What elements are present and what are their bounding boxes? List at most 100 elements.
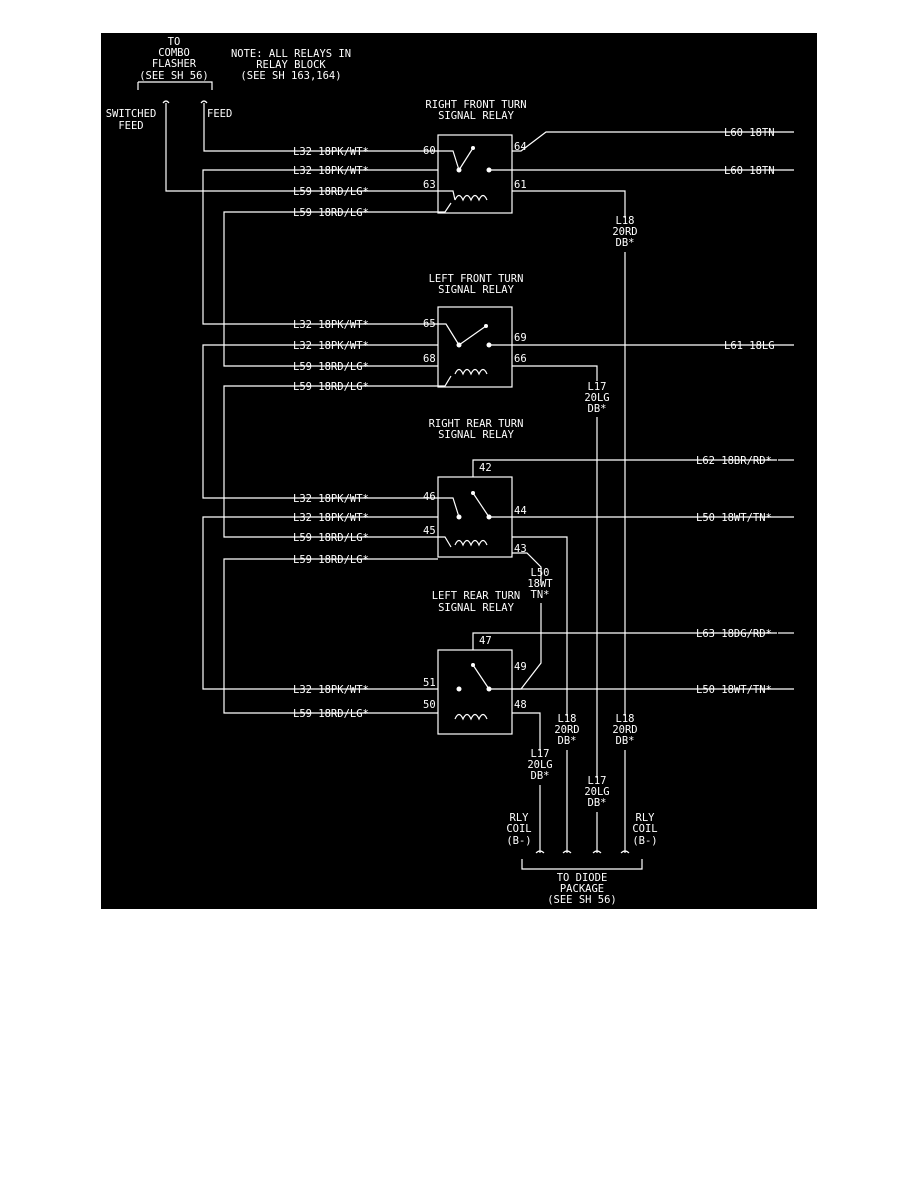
wire-label: L32 18PK/WT*: [293, 340, 369, 352]
svg-text:69: 69: [514, 332, 527, 344]
feed-wire: [203, 103, 438, 152]
svg-text:DB*: DB*: [588, 797, 607, 809]
svg-text:(SEE SH 56): (SEE SH 56): [547, 894, 617, 906]
svg-text:TO: TO: [168, 36, 181, 48]
rly-coil-right-label: RLY COIL (B-): [632, 812, 657, 847]
svg-text:DB*: DB*: [558, 735, 577, 747]
switched-feed-label: SWITCHED: [106, 108, 157, 120]
wiring-diagram-panel: TO COMBO FLASHER (SEE SH 56) NOTE: ALL R…: [101, 33, 817, 909]
wire-label: L50 18WT/TN*: [696, 684, 772, 696]
svg-text:COMBO: COMBO: [158, 47, 190, 59]
feed-label: FEED: [207, 108, 232, 120]
wire-label: L60 18TN: [724, 165, 775, 177]
left-front-relay: LEFT FRONT TURN SIGNAL RELAY 65 69 68 66: [423, 273, 527, 388]
relay-title: SIGNAL RELAY: [438, 110, 515, 122]
svg-text:TN*: TN*: [531, 589, 550, 601]
l32-bus-c: [202, 516, 438, 690]
flasher-bracket: [137, 81, 213, 90]
relay-title: SIGNAL RELAY: [438, 602, 515, 614]
svg-text:48: 48: [514, 699, 527, 711]
l32-bus-a: [202, 169, 438, 325]
svg-text:RLY: RLY: [636, 812, 656, 824]
left-wire-labels: L32 18PK/WT* L32 18PK/WT* L59 18RD/LG* L…: [293, 146, 369, 720]
l50-run-b: [512, 603, 542, 690]
wire-label: L59 18RD/LG*: [293, 708, 369, 720]
diode-package-note: TO DIODE PACKAGE (SEE SH 56): [547, 872, 617, 906]
svg-text:63: 63: [423, 179, 436, 191]
right-front-relay: RIGHT FRONT TURN SIGNAL RELAY 60 64 63 6…: [423, 99, 527, 214]
wire-label: L59 18RD/LG*: [293, 186, 369, 198]
svg-text:(SEE SH 163,164): (SEE SH 163,164): [240, 70, 341, 82]
svg-text:(SEE SH 56): (SEE SH 56): [139, 70, 209, 82]
flasher-note: TO COMBO FLASHER (SEE SH 56): [139, 36, 209, 82]
wire-label: L32 18PK/WT*: [293, 512, 369, 524]
svg-text:L17: L17: [531, 748, 550, 760]
svg-text:L17: L17: [588, 775, 607, 787]
svg-text:COIL: COIL: [506, 823, 531, 835]
wire-label: L32 18PK/WT*: [293, 684, 369, 696]
wiring-diagram: TO COMBO FLASHER (SEE SH 56) NOTE: ALL R…: [106, 36, 794, 906]
svg-text:42: 42: [479, 462, 492, 474]
switched-feed-label-2: FEED: [118, 120, 143, 132]
svg-text:RLY: RLY: [510, 812, 530, 824]
l60-wire-a: [512, 131, 794, 152]
wire-label: L61 18LG: [724, 340, 775, 352]
svg-text:20RD: 20RD: [554, 724, 579, 736]
wire-label: L62 18BR/RD*: [696, 455, 772, 467]
l17-run-top: [512, 365, 598, 381]
wire-label: L59 18RD/LG*: [293, 381, 369, 393]
relay-title: RIGHT REAR TURN: [429, 418, 524, 430]
l17-run-lr: [512, 712, 541, 751]
svg-text:DB*: DB*: [588, 403, 607, 415]
wire-label: L50 18WT/TN*: [696, 512, 772, 524]
svg-text:46: 46: [423, 491, 436, 503]
l18-run-rr: [512, 536, 568, 716]
svg-text:COIL: COIL: [632, 823, 657, 835]
wire-label: L32 18PK/WT*: [293, 493, 369, 505]
l50-run-a: [512, 552, 542, 585]
svg-text:(B-): (B-): [506, 835, 531, 847]
svg-text:20RD: 20RD: [612, 226, 637, 238]
relay-title: LEFT REAR TURN: [432, 590, 521, 602]
wire-label: L32 18PK/WT*: [293, 319, 369, 331]
l59-bus-b: [223, 385, 438, 538]
svg-text:TO DIODE: TO DIODE: [557, 872, 608, 884]
svg-text:DB*: DB*: [616, 237, 635, 249]
svg-text:20LG: 20LG: [527, 759, 552, 771]
switched-feed-wire: [165, 103, 438, 192]
svg-text:64: 64: [514, 141, 527, 153]
svg-text:L50: L50: [531, 567, 550, 579]
svg-text:20RD: 20RD: [612, 724, 637, 736]
svg-text:44: 44: [514, 505, 527, 517]
svg-text:60: 60: [423, 145, 436, 157]
svg-text:DB*: DB*: [531, 770, 550, 782]
svg-text:51: 51: [423, 677, 436, 689]
svg-text:L17: L17: [588, 381, 607, 393]
svg-text:49: 49: [514, 661, 527, 673]
svg-text:65: 65: [423, 318, 436, 330]
l32-bus-b: [202, 344, 438, 499]
left-rear-relay: LEFT REAR TURN SIGNAL RELAY 47 49 51 50 …: [423, 590, 777, 735]
relay-title: SIGNAL RELAY: [438, 429, 515, 441]
svg-text:61: 61: [514, 179, 527, 191]
svg-text:20LG: 20LG: [584, 392, 609, 404]
svg-text:47: 47: [479, 635, 492, 647]
svg-text:(B-): (B-): [632, 835, 657, 847]
l59-bus-a: [223, 211, 438, 367]
wire-label: L59 18RD/LG*: [293, 532, 369, 544]
svg-text:50: 50: [423, 699, 436, 711]
svg-text:NOTE: ALL RELAYS IN: NOTE: ALL RELAYS IN: [231, 48, 351, 60]
rly-coil-left-label: RLY COIL (B-): [506, 812, 531, 847]
relay-title: RIGHT FRONT TURN: [425, 99, 526, 111]
wire-label: L63 18DG/RD*: [696, 628, 772, 640]
svg-text:L18: L18: [558, 713, 577, 725]
right-wire-labels: L60 18TN L60 18TN L61 18LG L62 18BR/RD* …: [696, 127, 775, 696]
l59-bus-c: [223, 558, 438, 714]
svg-text:RELAY BLOCK: RELAY BLOCK: [256, 59, 326, 71]
flasher-connector-terminals: [162, 100, 208, 104]
svg-text:L18: L18: [616, 215, 635, 227]
svg-text:20LG: 20LG: [584, 786, 609, 798]
svg-text:FLASHER: FLASHER: [152, 58, 197, 70]
svg-text:L18: L18: [616, 713, 635, 725]
svg-text:PACKAGE: PACKAGE: [560, 883, 604, 895]
